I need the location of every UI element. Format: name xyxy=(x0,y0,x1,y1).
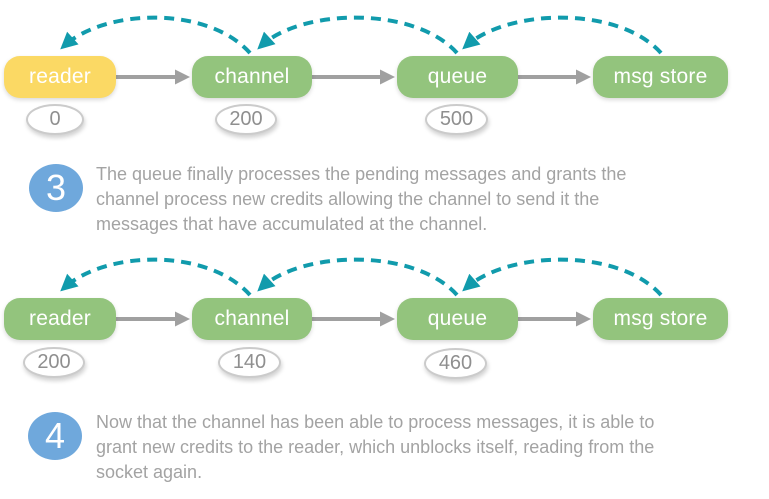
credit-grant-arrow xyxy=(60,15,252,55)
node-channel: channel xyxy=(192,56,312,98)
node-label: channel xyxy=(214,307,290,330)
node-msg-store: msg store xyxy=(593,298,728,340)
credit-value: 460 xyxy=(438,352,473,374)
step-text-line: The queue finally processes the pending … xyxy=(96,164,627,184)
step-text-line: messages that have accumulated at the ch… xyxy=(96,214,488,234)
step-number-circle: 4 xyxy=(28,412,82,460)
node-queue: queue xyxy=(397,298,518,340)
credit-badge-channel: 140 xyxy=(218,347,281,378)
credit-badge-channel: 200 xyxy=(215,104,277,135)
node-reader: reader xyxy=(4,298,116,340)
node-queue: queue xyxy=(397,56,518,98)
node-label: msg store xyxy=(613,307,708,330)
credit-value: 0 xyxy=(49,108,61,130)
credit-grant-arrow xyxy=(257,15,459,55)
node-label: msg store xyxy=(613,65,708,88)
step-number: 3 xyxy=(45,167,67,208)
node-label: channel xyxy=(214,65,290,88)
credit-grant-arrow xyxy=(257,257,459,297)
step-description: Now that the channel has been able to pr… xyxy=(96,410,768,485)
node-label: queue xyxy=(427,65,488,88)
step-text-line: channel process new credits allowing the… xyxy=(96,189,600,209)
node-msg-store: msg store xyxy=(593,56,728,98)
credit-value: 200 xyxy=(37,351,71,373)
credit-value: 200 xyxy=(229,108,263,130)
step-text-line: Now that the channel has been able to pr… xyxy=(96,412,655,432)
step-number: 4 xyxy=(44,415,66,456)
node-label: queue xyxy=(427,307,488,330)
node-label: reader xyxy=(29,307,91,330)
step-text-line: socket again. xyxy=(96,462,203,482)
credit-grant-arrow xyxy=(60,257,252,297)
credit-value: 140 xyxy=(232,351,267,373)
credit-badge-queue: 500 xyxy=(425,104,488,135)
node-channel: channel xyxy=(192,298,312,340)
credit-grant-arrow xyxy=(462,257,663,297)
credit-grant-arrow xyxy=(462,15,663,55)
credit-badge-reader: 200 xyxy=(23,347,85,378)
step-text-line: grant new credits to the reader, which u… xyxy=(96,437,655,457)
node-reader: reader xyxy=(4,56,116,98)
node-label: reader xyxy=(29,65,91,88)
step-number-circle: 3 xyxy=(29,164,83,212)
credit-badge-reader: 0 xyxy=(26,104,84,135)
step-description: The queue finally processes the pending … xyxy=(96,162,768,237)
credit-badge-queue: 460 xyxy=(424,348,487,379)
credit-value: 500 xyxy=(439,108,474,130)
